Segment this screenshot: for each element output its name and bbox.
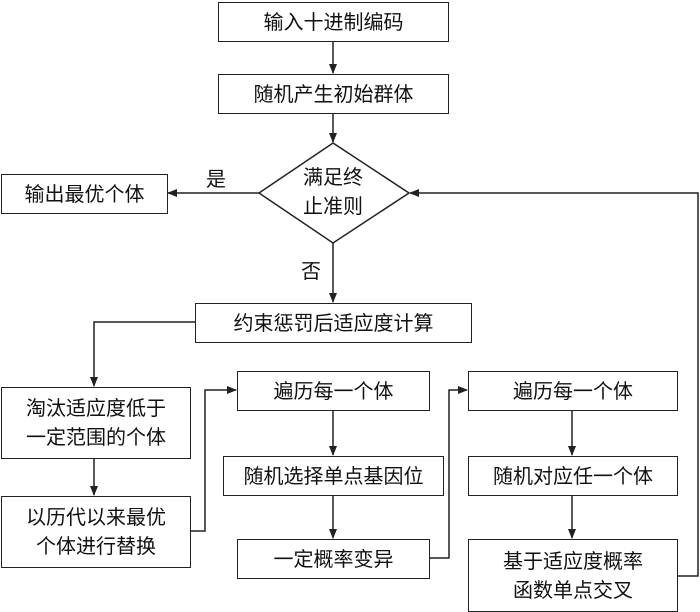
- arrow-mutation-to-crossover: [429, 386, 468, 559]
- node-mutation-iterate: 遍历每一个体: [237, 371, 430, 411]
- node-label: 输出最优个体: [24, 181, 145, 206]
- node-crossover-operation: 基于适应度概率 函数单点交叉: [468, 539, 678, 612]
- node-label: 随机产生初始群体: [253, 81, 414, 106]
- node-replace-with-best: 以历代以来最优 个体进行替换: [1, 496, 191, 568]
- node-fitness-calculation: 约束惩罚后适应度计算: [195, 303, 472, 343]
- node-label-line-2: 一定范围的个体: [26, 425, 166, 449]
- edge-label-yes: 是: [206, 167, 226, 191]
- node-random-initial-population: 随机产生初始群体: [218, 74, 449, 114]
- node-label-line-2: 函数单点交叉: [513, 577, 633, 602]
- node-output-best-individual: 输出最优个体: [1, 174, 168, 214]
- node-label: 遍历每一个体: [273, 378, 394, 403]
- node-label: 约束惩罚后适应度计算: [233, 310, 434, 335]
- arrow-fitness-to-eliminate: [90, 321, 195, 387]
- node-label-line-1: 淘汰适应度低于: [26, 396, 166, 420]
- node-mutation-probability: 一定概率变异: [237, 539, 430, 579]
- node-label-line-1: 以历代以来最优: [26, 505, 166, 529]
- node-label: 随机选择单点基因位: [243, 463, 424, 488]
- node-label: 遍历每一个体: [513, 378, 633, 403]
- node-mutation-select-gene: 随机选择单点基因位: [223, 456, 444, 496]
- node-input-decimal-encoding: 输入十进制编码: [218, 2, 449, 42]
- node-crossover-pair: 随机对应任一个体: [468, 456, 678, 496]
- decision-label: 满足终 止准则: [283, 163, 383, 221]
- arrow-loop-back-to-decision: [409, 189, 699, 577]
- node-crossover-iterate: 遍历每一个体: [468, 371, 678, 411]
- decision-line-1: 满足终: [303, 165, 363, 189]
- node-label: 输入十进制编码: [263, 9, 404, 34]
- arrow-replace-to-mutation: [190, 386, 237, 532]
- node-label: 随机对应任一个体: [493, 463, 653, 488]
- node-label-line-1: 基于适应度概率: [503, 548, 643, 573]
- decision-line-2: 止准则: [303, 194, 363, 218]
- node-label: 一定概率变异: [273, 546, 394, 571]
- node-label-line-2: 个体进行替换: [36, 534, 156, 558]
- node-eliminate-low-fitness: 淘汰适应度低于 一定范围的个体: [1, 387, 191, 459]
- edge-label-no: 否: [301, 259, 321, 283]
